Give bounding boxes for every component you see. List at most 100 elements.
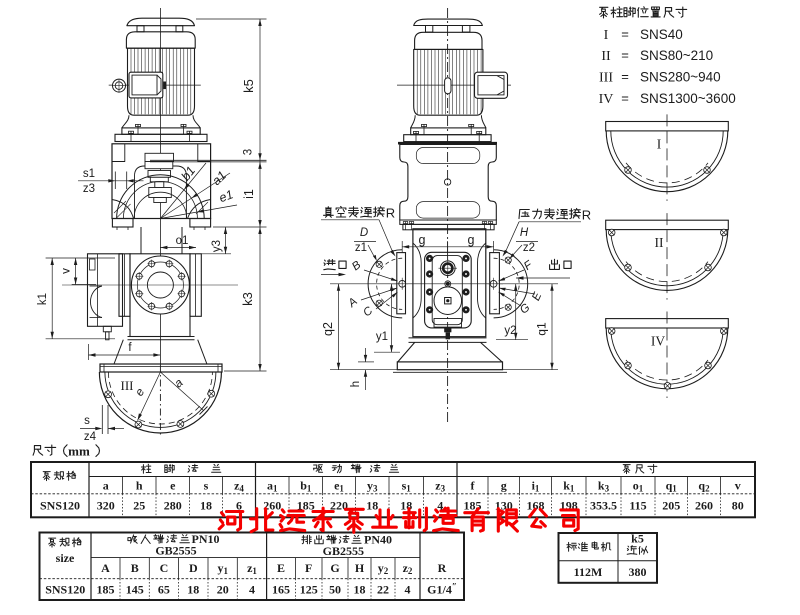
svg-text:R: R bbox=[386, 206, 395, 221]
svg-text:C: C bbox=[361, 304, 375, 319]
svg-text:A: A bbox=[101, 561, 110, 575]
svg-text:e: e bbox=[132, 385, 148, 398]
svg-text:185: 185 bbox=[97, 583, 115, 597]
svg-text:z2: z2 bbox=[403, 561, 413, 576]
svg-text:18: 18 bbox=[366, 499, 378, 513]
svg-text:C: C bbox=[160, 561, 169, 575]
svg-text:F: F bbox=[522, 259, 535, 273]
svg-text:R: R bbox=[582, 208, 591, 223]
svg-text:z4: z4 bbox=[234, 479, 244, 494]
svg-text:size: size bbox=[56, 551, 75, 565]
svg-text:112M: 112M bbox=[574, 565, 603, 579]
svg-text:s1: s1 bbox=[83, 168, 95, 180]
svg-text:SNS120: SNS120 bbox=[40, 499, 80, 513]
svg-text:SNS120: SNS120 bbox=[45, 583, 85, 597]
svg-text:y2: y2 bbox=[504, 325, 516, 337]
svg-text:220: 220 bbox=[330, 499, 348, 513]
svg-text:v: v bbox=[735, 479, 741, 493]
svg-text:z3: z3 bbox=[435, 479, 445, 494]
svg-text:k1: k1 bbox=[37, 293, 49, 305]
svg-text:125: 125 bbox=[300, 583, 318, 597]
svg-text:280: 280 bbox=[164, 499, 182, 513]
svg-text:z3: z3 bbox=[83, 183, 95, 195]
svg-text:4: 4 bbox=[437, 499, 443, 513]
svg-text:B: B bbox=[131, 561, 139, 575]
svg-text:mm: mm bbox=[68, 444, 90, 459]
svg-text:I: I bbox=[604, 28, 609, 43]
svg-text:IV: IV bbox=[651, 334, 665, 349]
svg-text:G: G bbox=[330, 561, 339, 575]
svg-text:s: s bbox=[84, 415, 90, 427]
svg-text:165: 165 bbox=[272, 583, 290, 597]
svg-text:a1: a1 bbox=[267, 479, 278, 494]
svg-text:III: III bbox=[599, 71, 613, 86]
svg-text:F: F bbox=[305, 561, 312, 575]
svg-text:25: 25 bbox=[133, 499, 145, 513]
svg-text:H: H bbox=[355, 561, 365, 575]
svg-text:s1: s1 bbox=[402, 479, 412, 494]
svg-text:i1: i1 bbox=[532, 479, 540, 494]
svg-text:353.5: 353.5 bbox=[590, 499, 617, 513]
svg-text:SNS40: SNS40 bbox=[640, 27, 683, 42]
svg-text:=: = bbox=[621, 69, 629, 84]
svg-text:I: I bbox=[657, 136, 662, 151]
svg-text:115: 115 bbox=[629, 499, 646, 513]
svg-text:k3: k3 bbox=[240, 292, 255, 306]
svg-text:v: v bbox=[61, 268, 73, 274]
svg-text:D: D bbox=[189, 561, 198, 575]
svg-text:q2: q2 bbox=[321, 322, 335, 336]
svg-text:=: = bbox=[621, 48, 629, 63]
svg-text:a: a bbox=[103, 479, 109, 493]
svg-text:SNS80~210: SNS80~210 bbox=[640, 48, 713, 63]
svg-text:A: A bbox=[346, 295, 361, 310]
svg-text:q1: q1 bbox=[666, 479, 678, 494]
svg-text:18: 18 bbox=[354, 583, 366, 597]
svg-text:II: II bbox=[655, 235, 664, 250]
svg-text:260: 260 bbox=[695, 499, 713, 513]
svg-text:80: 80 bbox=[732, 499, 744, 513]
svg-text:260: 260 bbox=[263, 499, 281, 513]
svg-text:g: g bbox=[468, 233, 475, 247]
svg-text:18: 18 bbox=[200, 499, 212, 513]
svg-text:o1: o1 bbox=[633, 479, 644, 494]
svg-text:GB2555: GB2555 bbox=[155, 544, 196, 558]
svg-text:GB2555: GB2555 bbox=[323, 544, 364, 558]
svg-text:z1: z1 bbox=[355, 242, 367, 254]
svg-text:185: 185 bbox=[297, 499, 315, 513]
svg-text:65: 65 bbox=[158, 583, 170, 597]
svg-text:e: e bbox=[170, 479, 176, 493]
svg-text:a: a bbox=[171, 375, 185, 390]
svg-text:SNS1300~3600: SNS1300~3600 bbox=[640, 91, 736, 106]
svg-text:50: 50 bbox=[329, 583, 341, 597]
svg-text:380: 380 bbox=[629, 565, 647, 579]
svg-text:G: G bbox=[518, 302, 532, 317]
svg-text:k3: k3 bbox=[598, 479, 610, 494]
svg-text:b1: b1 bbox=[300, 479, 312, 494]
svg-text:B: B bbox=[350, 259, 364, 273]
svg-text:y3: y3 bbox=[211, 240, 223, 252]
svg-text:g: g bbox=[501, 479, 507, 493]
svg-text:D: D bbox=[360, 227, 368, 239]
svg-text:320: 320 bbox=[97, 499, 115, 513]
svg-text:3: 3 bbox=[243, 149, 255, 155]
svg-text:f: f bbox=[471, 479, 476, 493]
svg-text:G1/4″: G1/4″ bbox=[427, 582, 457, 597]
svg-text:h: h bbox=[136, 479, 143, 493]
svg-text:y2: y2 bbox=[378, 561, 389, 576]
svg-text:f: f bbox=[128, 342, 132, 354]
svg-text:g: g bbox=[419, 233, 426, 247]
svg-text:PN40: PN40 bbox=[364, 533, 392, 547]
svg-text:y1: y1 bbox=[217, 561, 228, 576]
svg-text:s: s bbox=[204, 479, 209, 493]
svg-text:6: 6 bbox=[236, 499, 242, 513]
svg-text:18: 18 bbox=[187, 583, 199, 597]
svg-text:PN10: PN10 bbox=[192, 532, 220, 546]
svg-text:z2: z2 bbox=[523, 242, 535, 254]
svg-text:b1: b1 bbox=[179, 164, 199, 184]
svg-text:22: 22 bbox=[377, 583, 389, 597]
svg-text:4: 4 bbox=[249, 583, 255, 597]
svg-text:20: 20 bbox=[217, 583, 229, 597]
svg-text:145: 145 bbox=[126, 583, 144, 597]
svg-text:q1: q1 bbox=[535, 322, 549, 336]
svg-text:e1: e1 bbox=[217, 187, 235, 205]
